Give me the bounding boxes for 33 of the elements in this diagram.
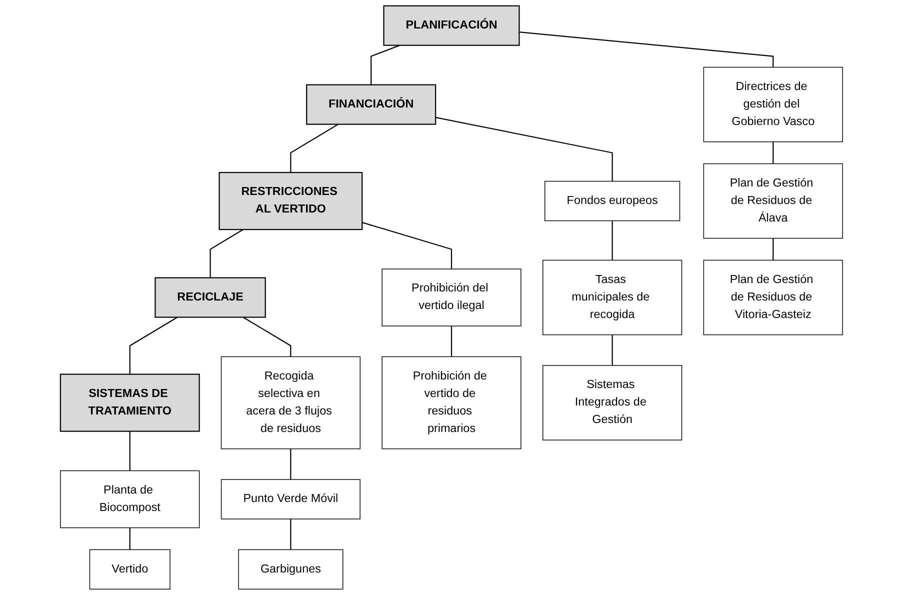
- connector: [772, 142, 774, 164]
- connector: [450, 326, 452, 357]
- connector: [435, 116, 613, 182]
- connector: [772, 238, 774, 260]
- connector: [290, 124, 338, 172]
- node-box: Prohibición de vertido de residuos primarios: [382, 356, 522, 450]
- connector: [612, 220, 613, 260]
- node-box: Vertido: [89, 549, 170, 590]
- node-box: Planta de Biocompost: [60, 470, 200, 528]
- connector: [362, 222, 452, 269]
- node-box: RECICLAJE: [154, 277, 266, 318]
- connector: [612, 334, 613, 366]
- node-box: RESTRICCIONES AL VERTIDO: [218, 172, 363, 230]
- node-box: SISTEMAS DE TRATAMIENTO: [60, 374, 200, 432]
- connector: [129, 316, 178, 374]
- node-box: Recogida selectiva en acera de 3 flujos de residuos: [220, 356, 360, 450]
- connector: [519, 32, 774, 68]
- connector: [290, 448, 292, 480]
- connector: [129, 431, 130, 471]
- node-box: Sistemas Integrados de Gestión: [542, 365, 682, 440]
- node-box: FINANCIACIÓN: [306, 84, 436, 125]
- node-box: Prohibición del vertido ilegal: [382, 268, 522, 326]
- node-box: Fondos europeos: [544, 180, 680, 222]
- node-box: Tasas municipales de recogida: [542, 260, 682, 336]
- node-box: Punto Verde Móvil: [220, 479, 360, 520]
- connector: [290, 518, 292, 550]
- node-box: PLANIFICACIÓN: [383, 5, 520, 46]
- node-box: Garbigunes: [238, 549, 344, 590]
- connector: [242, 316, 292, 357]
- node-box: Directrices de gestión del Gobierno Vasco: [703, 66, 843, 142]
- connector: [129, 528, 130, 550]
- node-box: Plan de Gestión de Residuos de Álava: [703, 163, 843, 239]
- node-box: Plan de Gestión de Residuos de Vitoria-Gasteiz: [703, 260, 843, 336]
